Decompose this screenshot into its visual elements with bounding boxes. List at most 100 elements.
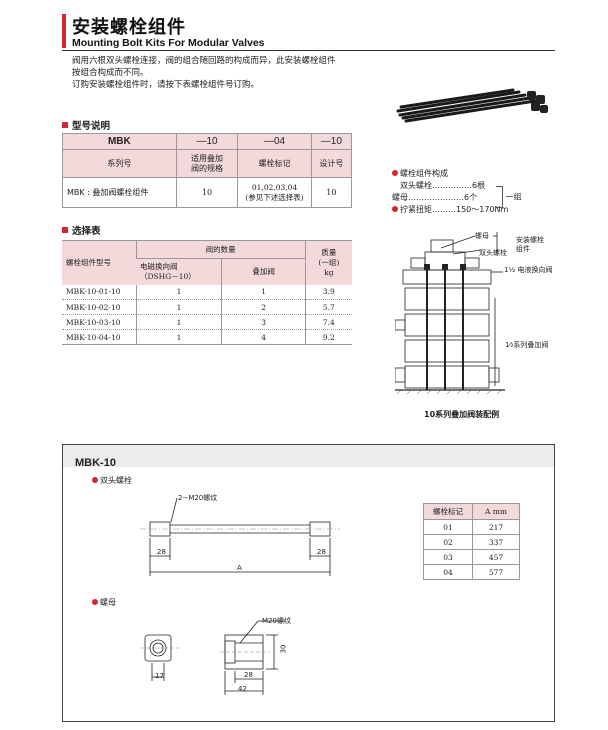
- assembly-caption: 10系列叠加阀装配例: [424, 410, 500, 419]
- cell-sol: 1: [135, 314, 222, 330]
- cell-sol: 1: [135, 329, 222, 345]
- model-label-design: 设计号: [310, 149, 353, 178]
- cell-mod: 2: [221, 299, 306, 315]
- model-label-size: 适用叠加 阀的规格: [175, 149, 239, 178]
- model-code-series: MBK: [62, 133, 177, 150]
- model-label-series: 系列号: [62, 149, 177, 178]
- bolt-kit-photo: [396, 88, 548, 123]
- cell-a: 217: [472, 519, 520, 535]
- selection-head-solenoid: 电磁换向阀 （DSHG－10）: [136, 258, 222, 285]
- detail-title: MBK-10: [75, 457, 116, 469]
- selection-head-mass: 质量 (一组) kg: [304, 240, 352, 285]
- dim-30: 30: [279, 644, 288, 654]
- detail-frame: [62, 444, 555, 722]
- cell-code: 02: [423, 534, 473, 550]
- bullet-icon: [92, 599, 98, 605]
- cell-a: 577: [472, 564, 520, 580]
- selection-head-count: 阀的数量: [135, 240, 306, 259]
- model-value-series: MBK : 叠加阀螺栓组件: [62, 177, 177, 208]
- cell-mass: 3.9: [304, 284, 352, 300]
- model-value-bolt: 01,02,03,04 (参见下述选择表): [237, 177, 312, 208]
- model-table: MBK —10 —04 —10 系列号 适用叠加 阀的规格 螺栓标记 设计号 M…: [62, 133, 353, 208]
- nut-heading: 螺母: [92, 597, 116, 608]
- composition-block: 螺栓组件构成 双头螺栓……………6根 螺母…………………6个 拧紧扭矩………15…: [392, 168, 508, 216]
- composition-line-stud: 双头螺栓……………6根: [400, 181, 486, 190]
- intro-line: 订购安装螺栓组件时，请按下表螺栓组件号订购。: [72, 80, 260, 90]
- model-value-size: 10: [175, 177, 239, 208]
- cell-model: MBK-10-01-10: [62, 284, 137, 300]
- dim-28-nut: 28: [244, 671, 253, 679]
- composition-bracket: 一组: [496, 186, 522, 208]
- label-kit: 安装螺栓 组件: [516, 236, 544, 253]
- intro-text: 阀用六根双头螺栓连接，阀的组合随回路的构成而异，此安装螺栓组件 按组合构成而不同…: [72, 55, 372, 91]
- cell-code: 04: [423, 564, 473, 580]
- model-label-bolt: 螺栓标记: [237, 149, 312, 178]
- model-code-bolt: —04: [237, 133, 312, 150]
- bullet-icon: [92, 477, 98, 483]
- composition-line-nut: 螺母…………………6个: [392, 193, 478, 202]
- cell-mass: 5.7: [304, 299, 352, 315]
- cell-sol: 1: [135, 299, 222, 315]
- nut-thread-label: M20螺纹: [262, 617, 291, 625]
- section-square-icon: [62, 122, 68, 128]
- selection-table: 螺栓组件型号 阀的数量 质量 (一组) kg 电磁换向阀 （DSHG－10） 叠…: [62, 240, 352, 345]
- cell-a: 457: [472, 549, 520, 565]
- cell-mod: 3: [221, 314, 306, 330]
- detail-header-band: [63, 445, 554, 467]
- dim-28-right: 28: [317, 548, 326, 556]
- label-series: 1⁄₂系列叠加阀: [505, 341, 549, 349]
- label-nut: 螺母: [475, 232, 489, 240]
- assembly-drawing: [395, 232, 505, 395]
- cell-mass: 7.4: [304, 314, 352, 330]
- bullet-icon: [392, 206, 398, 212]
- model-section-title: 型号说明: [62, 118, 110, 132]
- selection-head-modular: 叠加阀: [221, 258, 306, 285]
- cell-code: 03: [423, 549, 473, 565]
- torque-line: 拧紧扭矩………150～170Nm: [392, 204, 508, 216]
- selection-section-title: 选择表: [62, 223, 101, 237]
- model-code-size: —10: [175, 133, 239, 150]
- cell-model: MBK-10-02-10: [62, 299, 137, 315]
- model-value-design: 10: [310, 177, 353, 208]
- label-stud: 双头螺栓: [479, 249, 507, 257]
- composition-title: 螺栓组件构成: [392, 168, 508, 180]
- cell-model: MBK-10-03-10: [62, 314, 137, 330]
- dim-head-a: A mm: [472, 503, 520, 520]
- cell-model: MBK-10-04-10: [66, 332, 121, 342]
- thread-label: 2−M20螺纹: [178, 494, 218, 502]
- cell-code: 01: [423, 519, 473, 535]
- cell-mod: 4: [221, 329, 306, 345]
- dim-42: 42: [238, 685, 247, 693]
- intro-line: 阀用六根双头螺栓连接，阀的组合随回路的构成而异，此安装螺栓组件: [72, 56, 336, 66]
- dim-head-code: 螺栓标记: [423, 503, 473, 520]
- intro-line: 按组合构成而不同。: [72, 68, 149, 78]
- label-solenoid: 1½ 电液换向阀: [504, 266, 553, 274]
- bullet-icon: [392, 170, 398, 176]
- cell-a: 337: [472, 534, 520, 550]
- dim-28-left: 28: [157, 548, 166, 556]
- nut-drawing: [140, 620, 285, 695]
- selection-head-model: 螺栓组件型号: [62, 240, 137, 285]
- stud-heading: 双头螺栓: [92, 475, 132, 486]
- composition-group: 一组: [505, 192, 522, 202]
- section-square-icon: [62, 227, 68, 233]
- cell-mod: 1: [221, 284, 306, 300]
- title-accent-bar: [62, 14, 66, 48]
- cell-mass: 9.2: [304, 329, 352, 345]
- dim-a: A: [237, 564, 242, 572]
- stud-drawing: [140, 497, 340, 576]
- title-divider: [62, 50, 555, 51]
- page-subtitle: Mounting Bolt Kits For Modular Valves: [72, 37, 265, 49]
- model-code-design: —10: [310, 133, 353, 150]
- dim-17: 17: [155, 672, 164, 680]
- page-title: 安装螺栓组件: [72, 17, 186, 38]
